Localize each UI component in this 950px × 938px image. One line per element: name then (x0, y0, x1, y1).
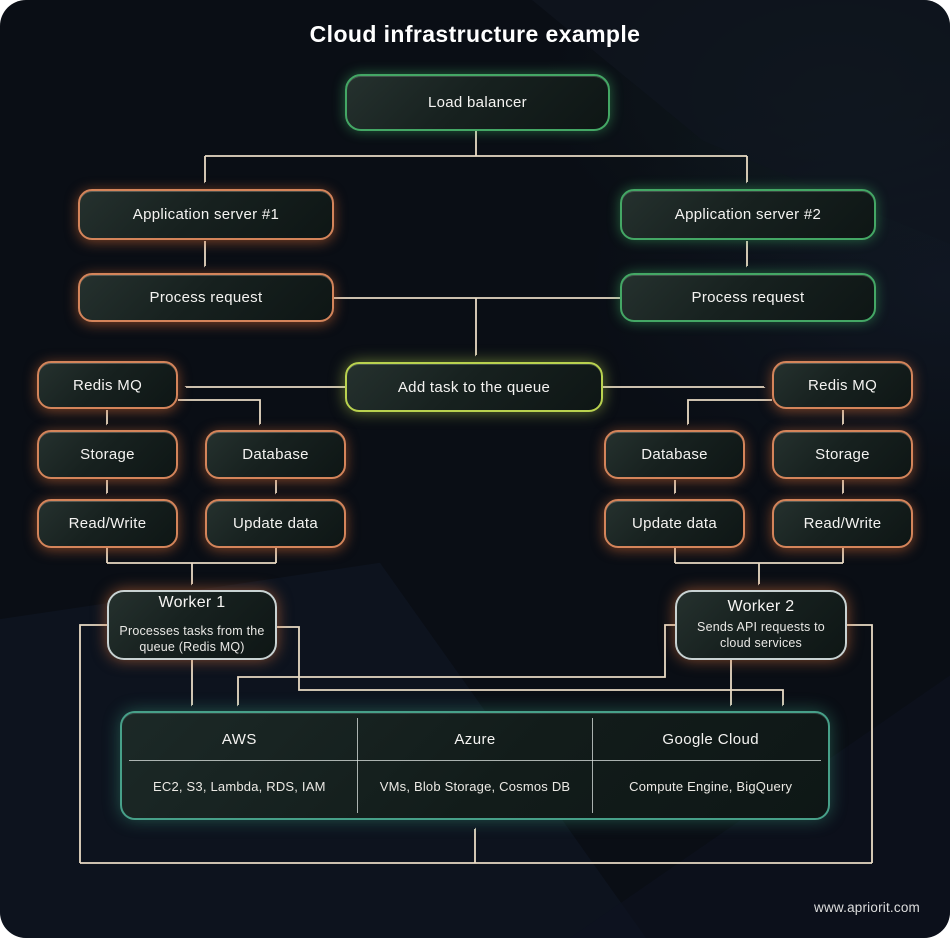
worker-description: Sends API requests to cloud services (697, 620, 825, 650)
diagram-title: Cloud infrastructure example (309, 21, 641, 47)
website-url: www.apriorit.com (814, 900, 920, 915)
edge-redisr-to-databaser (688, 399, 772, 424)
cloud-column-title: Azure (454, 730, 496, 748)
cloud-column-title: Google Cloud (662, 730, 759, 748)
cloud-column-aws: AWS EC2, S3, Lambda, RDS, IAM (122, 718, 357, 813)
node-label: Application server #2 (674, 206, 822, 223)
edge-lb-split (205, 131, 747, 157)
cloud-column-title: AWS (221, 730, 257, 748)
node-label: Read/Write (68, 515, 147, 532)
node-label: Update data (232, 515, 319, 532)
cloud-column-services: Compute Engine, BigQuery (629, 779, 793, 794)
node-label: Redis MQ (807, 376, 878, 394)
node-redis-mq-right: Redis MQ (772, 361, 913, 409)
node-label: Storage (815, 446, 870, 463)
edge-loop-left (79, 624, 107, 863)
node-label: Storage (80, 446, 135, 463)
node-update-data-right: Update data (604, 499, 745, 548)
node-app-server-1: Application server #1 (78, 189, 334, 240)
node-process-request-2: Process request (620, 273, 876, 322)
node-label: Process request (691, 289, 805, 306)
cloud-column-google-cloud: Google Cloud Compute Engine, BigQuery (592, 718, 828, 813)
worker-title: Worker 1 (158, 594, 226, 611)
edge-loop-right (847, 624, 873, 863)
node-label: Add task to the queue (397, 378, 551, 396)
node-load-balancer: Load balancer (345, 74, 610, 131)
node-label: Read/Write (803, 515, 882, 532)
edge-worker2-to-aws (238, 624, 675, 705)
edge-left-merge (106, 548, 277, 564)
node-worker-2: Worker 2 Sends API requests to cloud ser… (675, 590, 847, 660)
node-label: Load balancer (428, 94, 527, 111)
node-worker-1: Worker 1 Processes tasks from the queue … (107, 590, 277, 660)
worker-title: Worker 2 (727, 598, 795, 615)
node-database-right: Database (604, 430, 745, 479)
cloud-column-services: VMs, Blob Storage, Cosmos DB (379, 779, 571, 794)
node-label: Update data (631, 515, 718, 532)
node-read-write-right: Read/Write (772, 499, 913, 548)
edge-right-merge (674, 548, 844, 564)
cloud-header-divider (129, 760, 821, 761)
node-storage-left: Storage (37, 430, 178, 479)
node-app-server-2: Application server #2 (620, 189, 876, 240)
node-label: Database (641, 446, 708, 463)
node-database-left: Database (205, 430, 346, 479)
node-storage-right: Storage (772, 430, 913, 479)
worker-description: Processes tasks from the queue (Redis MQ… (119, 624, 265, 654)
node-redis-mq-left: Redis MQ (37, 361, 178, 409)
node-update-data-left: Update data (205, 499, 346, 548)
node-label: Application server #1 (132, 206, 280, 223)
edge-redisl-to-databasel (178, 399, 261, 424)
node-add-task-to-queue: Add task to the queue (345, 362, 603, 412)
node-process-request-1: Process request (78, 273, 334, 322)
node-label: Redis MQ (72, 376, 143, 394)
cloud-services-panel: AWS EC2, S3, Lambda, RDS, IAM Azure VMs,… (120, 711, 830, 820)
node-read-write-left: Read/Write (37, 499, 178, 548)
node-label: Process request (149, 289, 263, 306)
cloud-column-azure: Azure VMs, Blob Storage, Cosmos DB (356, 718, 593, 813)
node-label: Database (242, 446, 309, 463)
cloud-column-services: EC2, S3, Lambda, RDS, IAM (153, 779, 326, 794)
